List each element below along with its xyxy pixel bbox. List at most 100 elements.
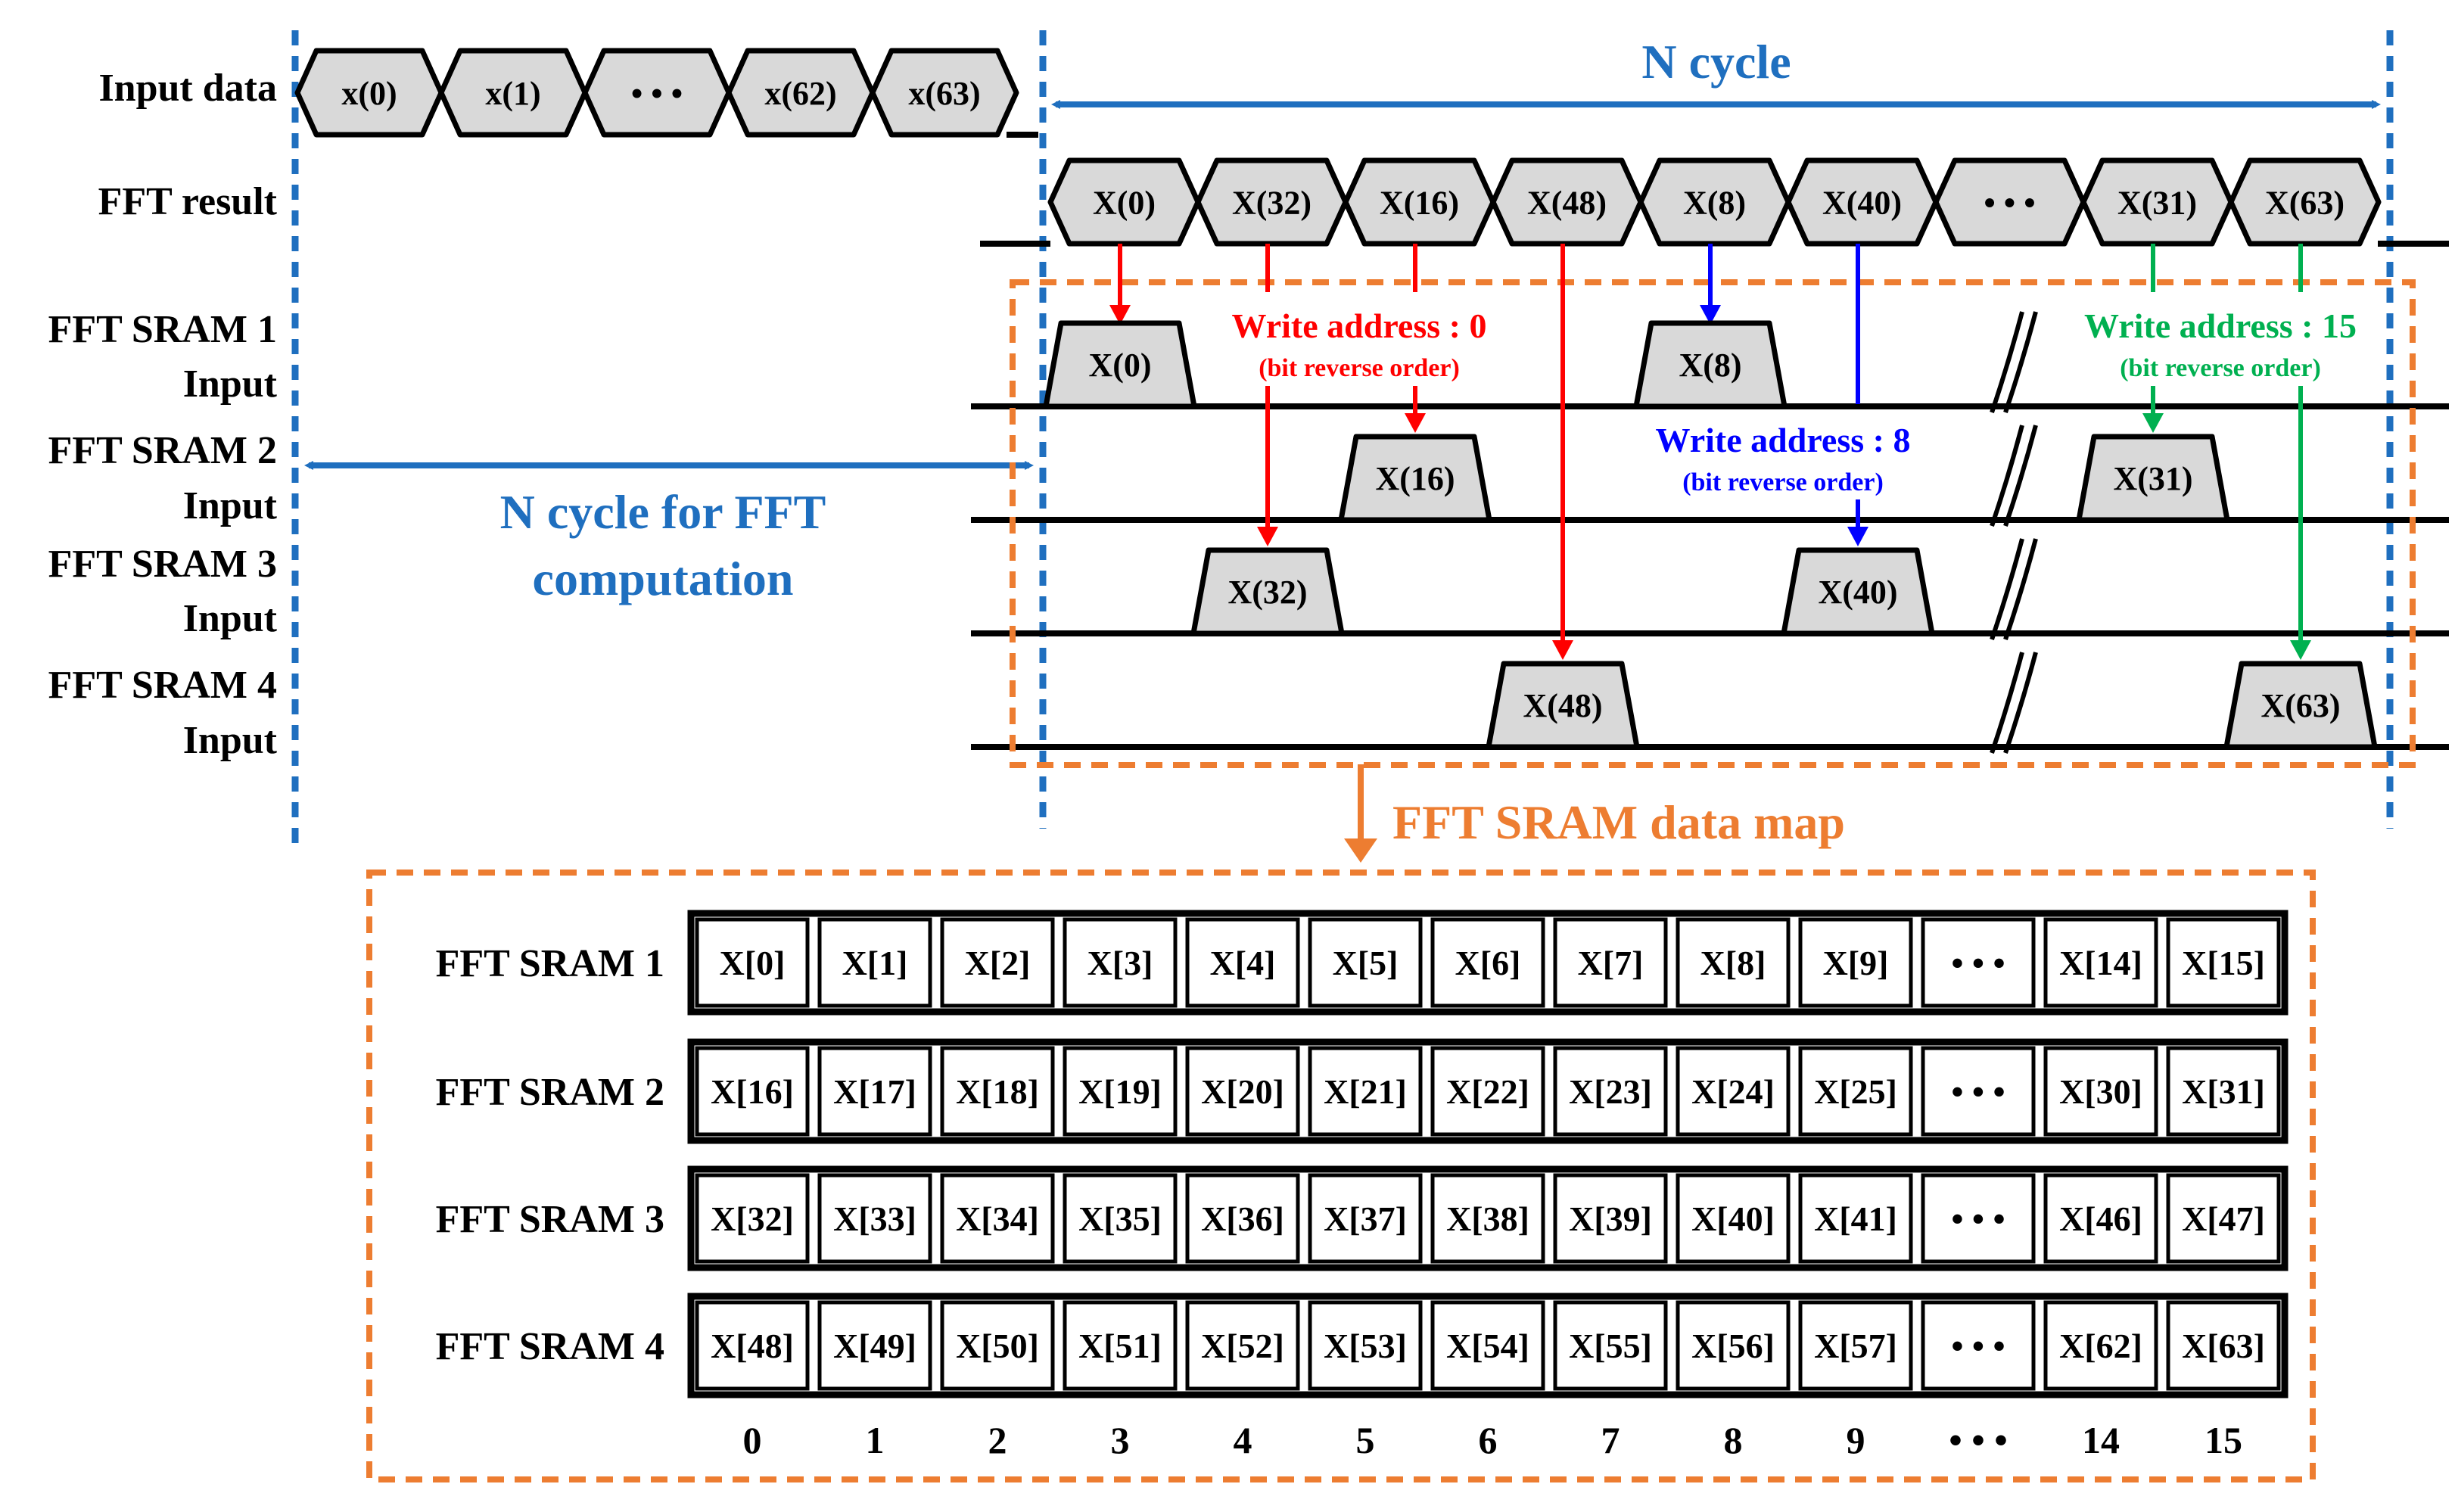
- data-map-address-label: 15: [2205, 1419, 2242, 1461]
- data-map-cell: [1308, 1046, 1423, 1137]
- sram1-write-box: [1043, 320, 1197, 409]
- addr8-note: (bit reverse order): [1682, 468, 1884, 496]
- data-map-cell-label: X[3]: [1087, 944, 1153, 982]
- data-map-cell-label: X[14]: [2059, 944, 2142, 982]
- data-map-cell-label: • • •: [1951, 944, 2005, 982]
- data-map-cell-label: X[21]: [1324, 1072, 1407, 1111]
- data-map-cell: [695, 917, 810, 1008]
- data-map-cell-label: X[17]: [833, 1072, 916, 1111]
- write-address-annotations: Write address : 0 (bit reverse order) Wr…: [1232, 306, 2357, 496]
- data-map-cell: [2166, 917, 2281, 1008]
- data-map-cell: [1553, 1046, 1668, 1137]
- data-map-address-label: 8: [1724, 1419, 1743, 1461]
- fft-result-label: X(48): [1527, 184, 1607, 221]
- data-map-cell: [1185, 917, 1300, 1008]
- data-map-cell-label: X[50]: [956, 1327, 1039, 1365]
- sram3-write-box: [1190, 547, 1345, 636]
- data-map-cell: [1430, 917, 1545, 1008]
- data-map-cell: [1185, 1173, 1300, 1264]
- data-map-cell-label: X[57]: [1814, 1327, 1897, 1365]
- data-map-cell-label: X[22]: [1446, 1072, 1529, 1111]
- data-map-cell: [1430, 1300, 1545, 1391]
- input-data-bus: x(0)x(1)• • •x(62)x(63): [294, 48, 1038, 138]
- data-map-cell: [1430, 1173, 1545, 1264]
- input-data-cell: [870, 48, 1019, 138]
- data-map-row-frame: [687, 910, 2289, 1016]
- data-map-address-label: • • •: [1949, 1419, 2008, 1461]
- write-arrow-head: [1405, 413, 1426, 433]
- data-map-cell-label: X[47]: [2182, 1199, 2265, 1238]
- data-map-cell: [817, 1046, 932, 1137]
- data-map-cell: [1553, 1300, 1668, 1391]
- data-map-cell-label: X[51]: [1078, 1327, 1162, 1365]
- label-fft-result: FFT result: [98, 180, 278, 223]
- data-map-cell-label: X[32]: [711, 1199, 794, 1238]
- fft-result-label: X(16): [1380, 184, 1459, 221]
- sram4-write-label: X(63): [2261, 687, 2340, 724]
- data-map-address-label: 7: [1601, 1419, 1620, 1461]
- data-map-cell: [2166, 1046, 2281, 1137]
- sram1-write-box: [1633, 320, 1788, 409]
- data-map-cell: [695, 1046, 810, 1137]
- data-map-cell-label: X[9]: [1823, 944, 1889, 982]
- data-map-cell-label: X[31]: [2182, 1072, 2265, 1111]
- data-map-cell: [1676, 917, 1791, 1008]
- data-map-cell: [817, 1300, 932, 1391]
- data-map-address-label: 3: [1111, 1419, 1130, 1461]
- input-data-label: x(1): [485, 75, 540, 112]
- data-map-address-label: 6: [1479, 1419, 1498, 1461]
- data-map-address-label: 2: [988, 1419, 1007, 1461]
- data-map-title: FFT SRAM data map: [1392, 795, 1845, 849]
- data-map-cell-label: X[5]: [1333, 944, 1399, 982]
- sram3-write-box: [1781, 547, 1935, 636]
- data-map-cell-label: X[41]: [1814, 1199, 1897, 1238]
- write-arrow-head: [2142, 413, 2164, 433]
- n-cycle-fft-label-line1: N cycle for FFT: [500, 485, 826, 539]
- data-map-cell: [817, 917, 932, 1008]
- sram1-write-label: X(8): [1679, 347, 1741, 384]
- data-map-cell: [2043, 1173, 2158, 1264]
- n-cycle-fft-label-line2: computation: [533, 552, 794, 605]
- data-map-cell-label: X[16]: [711, 1072, 794, 1111]
- fft-result-label: X(32): [1232, 184, 1312, 221]
- data-map-cell: [1921, 1300, 2036, 1391]
- cycle-guides: [291, 30, 2394, 848]
- data-map-cell: [2043, 1300, 2158, 1391]
- data-map-cell: [1308, 1300, 1423, 1391]
- write-arrow-head: [2290, 640, 2311, 660]
- label-sram3-input: Input: [183, 597, 278, 640]
- data-map-cell-label: X[18]: [956, 1072, 1039, 1111]
- input-data-label: x(63): [908, 75, 980, 112]
- data-map-cell: [940, 1046, 1055, 1137]
- data-map-cell-label: X[24]: [1691, 1072, 1775, 1111]
- fft-result-label: X(40): [1822, 184, 1902, 221]
- fft-result-label: X(31): [2117, 184, 2197, 221]
- sram4-write-box: [2223, 661, 2378, 750]
- data-map-cell-label: X[34]: [956, 1199, 1039, 1238]
- fft-result-cell: [2228, 157, 2382, 247]
- data-map-cell-label: X[62]: [2059, 1327, 2142, 1365]
- write-arrow-head: [1109, 305, 1131, 325]
- label-sram1-input: Input: [183, 362, 278, 406]
- input-data-label: x(62): [764, 75, 836, 112]
- data-map-cell: [1676, 1046, 1791, 1137]
- addr0-label: Write address : 0: [1232, 306, 1487, 345]
- data-map-cell-label: X[1]: [842, 944, 908, 982]
- data-map-connector: FFT SRAM data map: [1344, 764, 1845, 863]
- data-map-cell-label: X[54]: [1446, 1327, 1529, 1365]
- input-data-label: x(0): [341, 75, 397, 112]
- data-map-cell: [1553, 917, 1668, 1008]
- data-map-cell-label: X[55]: [1569, 1327, 1652, 1365]
- data-map-address-label: 4: [1234, 1419, 1252, 1461]
- data-map-cell-label: • • •: [1951, 1327, 2005, 1365]
- data-map-cell: [1798, 1300, 1913, 1391]
- data-map-cell-label: X[20]: [1201, 1072, 1284, 1111]
- n-cycle-annotation: N cycle: [1051, 35, 2381, 109]
- data-map-cell: [1308, 1173, 1423, 1264]
- data-map-cell-label: X[38]: [1446, 1199, 1529, 1238]
- sram1-write-label: X(0): [1088, 347, 1151, 384]
- data-map-cell-label: X[36]: [1201, 1199, 1284, 1238]
- data-map-cell: [940, 1173, 1055, 1264]
- fft-result-bus: X(0)X(32)X(16)X(48)X(8)X(40)• • •X(31)X(…: [980, 157, 2449, 247]
